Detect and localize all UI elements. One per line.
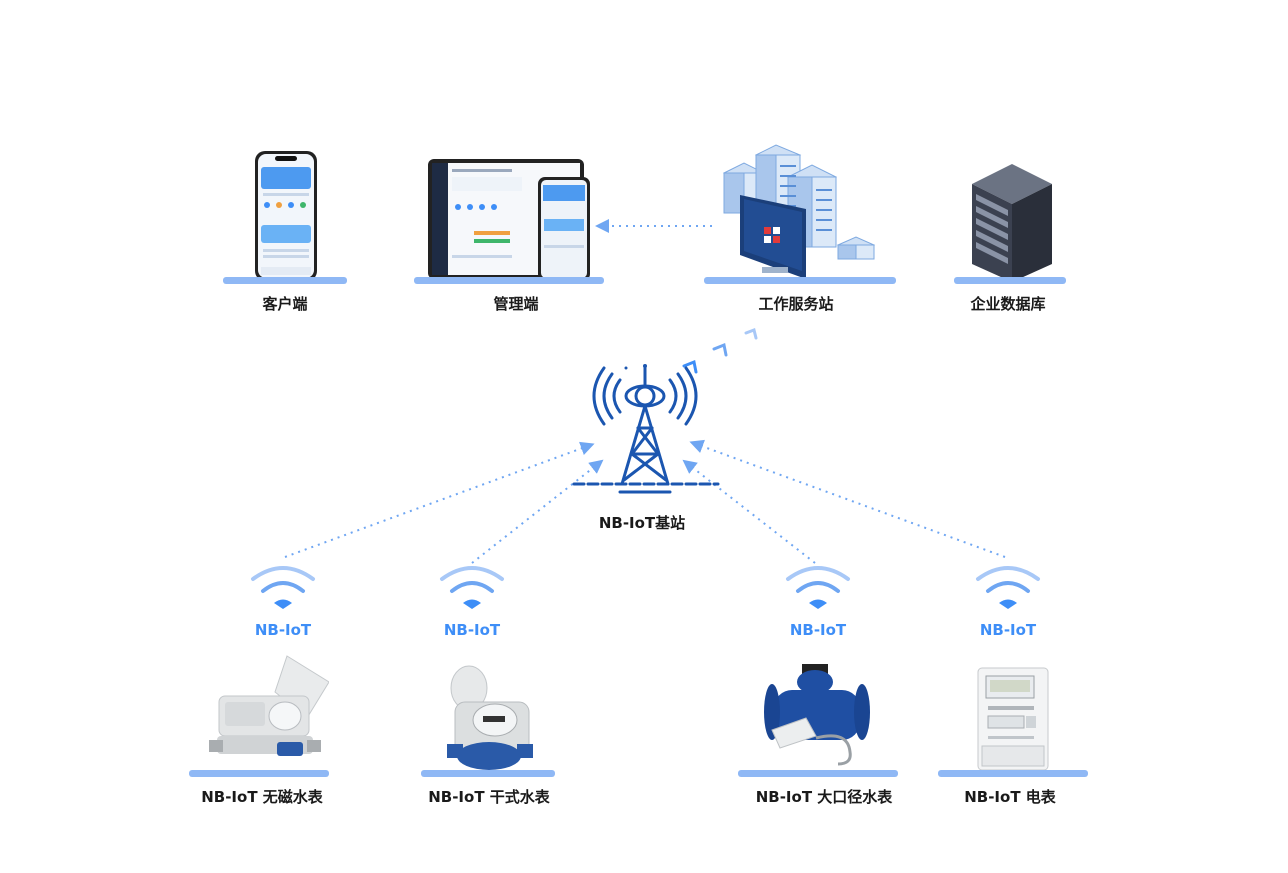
link-device1-to-tower bbox=[284, 441, 595, 558]
wifi-signal-icon bbox=[976, 566, 1040, 609]
nb-iot-label-1: NB-IoT bbox=[254, 621, 312, 639]
admin-node: 管理端 bbox=[414, 155, 604, 315]
device-pedestal-3 bbox=[738, 770, 898, 777]
device-node-4: NB-IoT 电表 bbox=[938, 666, 1088, 812]
database-label: 企业数据库 bbox=[970, 295, 1046, 313]
client-node: 客户端 bbox=[223, 145, 347, 315]
device-pedestal-1 bbox=[189, 770, 329, 777]
smartphone-icon bbox=[255, 151, 317, 281]
wifi-signal-icon bbox=[786, 566, 850, 609]
water-meter-icon bbox=[447, 665, 533, 770]
device-label-4: NB-IoT 电表 bbox=[964, 788, 1056, 806]
admin-pedestal bbox=[414, 277, 604, 284]
device-label-1: NB-IoT 无磁水表 bbox=[201, 788, 323, 806]
link-device3-to-tower bbox=[682, 459, 816, 564]
wifi-signal-icon bbox=[251, 566, 315, 609]
nb-iot-label-4: NB-IoT bbox=[979, 621, 1037, 639]
device-node-2: NB-IoT 干式水表 bbox=[421, 658, 555, 812]
monitor-dashboard-icon bbox=[428, 159, 590, 281]
device-label-3: NB-IoT 大口径水表 bbox=[755, 788, 893, 806]
admin-label: 管理端 bbox=[493, 295, 539, 313]
nb-iot-label-2: NB-IoT bbox=[443, 621, 501, 639]
link-device4-to-tower bbox=[689, 439, 1006, 558]
server-pedestal bbox=[704, 277, 896, 284]
signal-group-1: NB-IoT bbox=[243, 563, 323, 643]
database-node: 企业数据库 bbox=[954, 160, 1066, 315]
base-station-label: NB-IoT基站 bbox=[598, 514, 686, 532]
electric-meter-icon bbox=[977, 667, 1049, 771]
server-rack-icon bbox=[722, 144, 876, 279]
link-device2-to-tower bbox=[471, 459, 604, 564]
device-label-2: NB-IoT 干式水表 bbox=[428, 788, 550, 806]
nb-iot-label-3: NB-IoT bbox=[789, 621, 847, 639]
database-rack-icon bbox=[972, 164, 1052, 282]
base-station-node: NB-IoT基站 bbox=[560, 362, 730, 534]
device-pedestal-4 bbox=[938, 770, 1088, 777]
device-pedestal-2 bbox=[421, 770, 555, 777]
water-meter-icon bbox=[209, 655, 330, 756]
client-pedestal bbox=[223, 277, 347, 284]
server-label: 工作服务站 bbox=[758, 295, 834, 313]
signal-group-4: NB-IoT bbox=[968, 563, 1048, 643]
wifi-signal-icon bbox=[440, 566, 504, 609]
signal-group-2: NB-IoT bbox=[432, 563, 512, 643]
device-node-1: NB-IoT 无磁水表 bbox=[189, 652, 330, 812]
server-node: 工作服务站 bbox=[704, 143, 896, 315]
uplink-signal-icon bbox=[682, 328, 758, 374]
database-pedestal bbox=[954, 277, 1066, 284]
client-label: 客户端 bbox=[262, 295, 308, 313]
signal-group-3: NB-IoT bbox=[778, 563, 858, 643]
cell-tower-icon bbox=[572, 364, 720, 494]
device-node-3: NB-IoT 大口径水表 bbox=[738, 660, 898, 812]
large-water-meter-icon bbox=[764, 664, 870, 766]
